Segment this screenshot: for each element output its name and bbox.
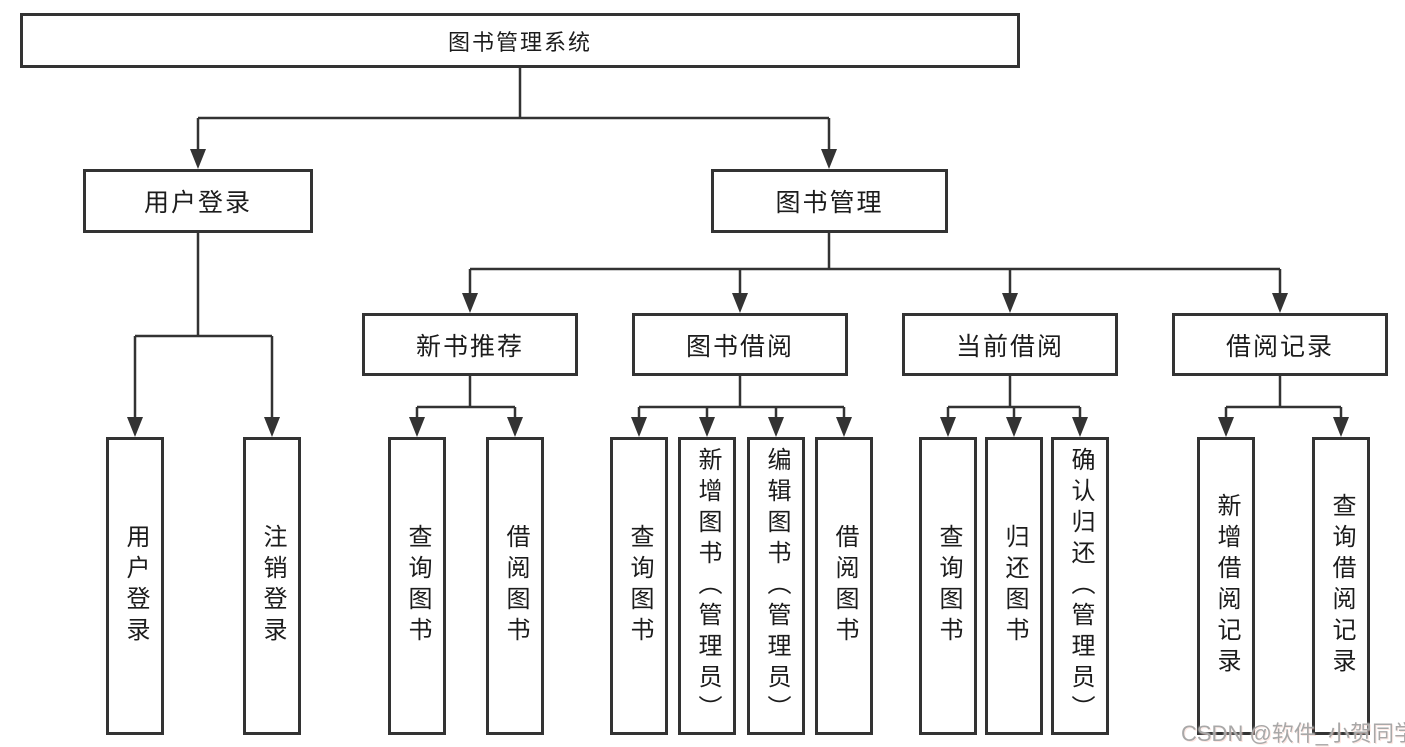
- node-book-management: 图书管理: [711, 169, 948, 233]
- leaf-query-borrow-record-label: 查询借阅记录: [1328, 493, 1355, 679]
- leaf-return-books: 归还图书: [985, 437, 1043, 735]
- leaf-query-books-3: 查询图书: [919, 437, 977, 735]
- node-library-system: 图书管理系统: [20, 13, 1020, 68]
- leaf-query-books-1-label: 查询图书: [404, 524, 431, 648]
- leaf-logout: 注销登录: [243, 437, 301, 735]
- node-new-book-recommend: 新书推荐: [362, 313, 578, 376]
- leaf-query-books-2: 查询图书: [610, 437, 668, 735]
- leaf-add-books-admin-label: 新增图书（管理员）: [694, 446, 721, 726]
- leaf-borrow-books-1-label: 借阅图书: [502, 524, 529, 648]
- leaf-query-books-3-label: 查询图书: [935, 524, 962, 648]
- leaf-query-books-2-label: 查询图书: [626, 524, 653, 648]
- leaf-confirm-return-admin-label: 确认归还（管理员）: [1067, 446, 1094, 726]
- leaf-user-login: 用户登录: [106, 437, 164, 735]
- node-user-login-label: 用户登录: [143, 189, 252, 217]
- node-new-book-recommend-label: 新书推荐: [415, 332, 524, 361]
- leaf-return-books-label: 归还图书: [1001, 524, 1028, 648]
- node-book-management-label: 图书管理: [775, 189, 884, 217]
- leaf-logout-label: 注销登录: [259, 524, 286, 648]
- leaf-borrow-books-2-label: 借阅图书: [831, 524, 858, 648]
- leaf-edit-books-admin: 编辑图书（管理员）: [747, 437, 805, 735]
- csdn-watermark: CSDN @软件_小贺同学: [1181, 721, 1405, 746]
- arrowheads: [127, 149, 1349, 437]
- leaf-add-books-admin: 新增图书（管理员）: [678, 437, 736, 735]
- leaf-borrow-books-1: 借阅图书: [486, 437, 544, 735]
- leaf-confirm-return-admin: 确认归还（管理员）: [1051, 437, 1109, 735]
- node-borrow-records-label: 借阅记录: [1225, 332, 1334, 361]
- node-book-borrowing: 图书借阅: [632, 313, 848, 376]
- node-current-borrowing-label: 当前借阅: [955, 332, 1064, 361]
- node-user-login: 用户登录: [83, 169, 313, 233]
- leaf-add-borrow-record-label: 新增借阅记录: [1213, 493, 1240, 679]
- node-library-system-label: 图书管理系统: [447, 29, 592, 55]
- leaf-user-login-label: 用户登录: [122, 524, 149, 648]
- leaf-add-borrow-record: 新增借阅记录: [1197, 437, 1255, 735]
- node-current-borrowing: 当前借阅: [902, 313, 1118, 376]
- node-borrow-records: 借阅记录: [1172, 313, 1388, 376]
- leaf-edit-books-admin-label: 编辑图书（管理员）: [763, 446, 790, 726]
- leaf-query-books-1: 查询图书: [388, 437, 446, 735]
- node-book-borrowing-label: 图书借阅: [685, 332, 794, 361]
- leaf-query-borrow-record: 查询借阅记录: [1312, 437, 1370, 735]
- leaf-borrow-books-2: 借阅图书: [815, 437, 873, 735]
